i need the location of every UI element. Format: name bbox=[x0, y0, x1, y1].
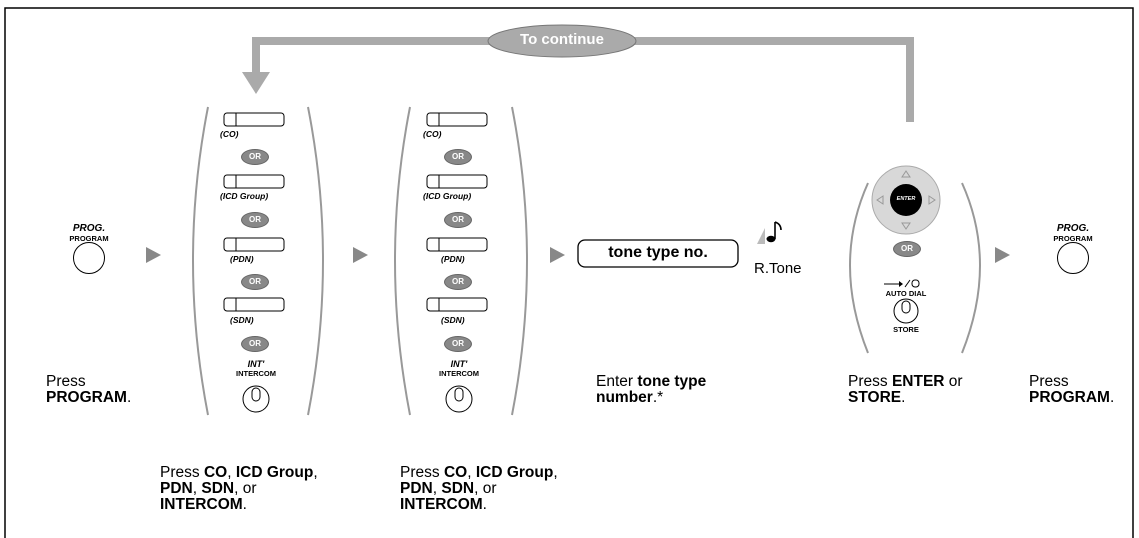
or-badge: OR bbox=[241, 149, 269, 165]
intercom-key-2 bbox=[445, 385, 473, 413]
sdn-button bbox=[426, 297, 488, 312]
step1-caption: Press PROGRAM. bbox=[46, 373, 132, 406]
bracket-left-2 bbox=[394, 106, 411, 416]
pdn-button bbox=[426, 237, 488, 252]
icd-group-button bbox=[223, 174, 285, 189]
step4-caption: Enter tone type number.* bbox=[596, 373, 707, 406]
sdn-label: (SDN) bbox=[441, 315, 465, 325]
intercom-key-1 bbox=[242, 385, 270, 413]
program-key-label-bottom: PROGRAM bbox=[69, 234, 109, 243]
tone-type-label: tone type no. bbox=[608, 244, 708, 261]
or-badge: OR bbox=[893, 241, 921, 257]
pdn-label: (PDN) bbox=[441, 254, 465, 264]
program-key-label-top: PROG. bbox=[72, 223, 106, 234]
sdn-button bbox=[223, 297, 285, 312]
intercom-key-label-bottom: INTERCOM bbox=[439, 369, 479, 378]
continue-loop-arrow bbox=[242, 37, 914, 122]
or-badge: OR bbox=[444, 336, 472, 352]
co-label: (CO) bbox=[423, 129, 442, 139]
or-badge: OR bbox=[444, 149, 472, 165]
or-badge: OR bbox=[444, 274, 472, 290]
pdn-label: (PDN) bbox=[230, 254, 254, 264]
r-tone-label: R.Tone bbox=[754, 260, 802, 277]
continue-ellipse bbox=[487, 24, 637, 58]
step-arrow-3 bbox=[550, 247, 565, 263]
program-key-1 bbox=[73, 242, 105, 274]
step-arrow-4 bbox=[995, 247, 1010, 263]
bracket-right-1 bbox=[307, 106, 324, 416]
or-badge: OR bbox=[241, 274, 269, 290]
step-arrow-1 bbox=[146, 247, 161, 263]
bracket-right-3 bbox=[961, 182, 981, 354]
tone-type-box bbox=[577, 239, 739, 268]
intercom-key-label-bottom: INTERCOM bbox=[236, 369, 276, 378]
bracket-right-2 bbox=[511, 106, 528, 416]
auto-dial-label: AUTO DIAL bbox=[885, 289, 927, 298]
intercom-key-label-top: INT' bbox=[247, 359, 265, 369]
step6-caption: Press PROGRAM. bbox=[1029, 373, 1115, 406]
intercom-key-label-top: INT' bbox=[450, 359, 468, 369]
auto-dial-symbol bbox=[884, 279, 920, 288]
sdn-label: (SDN) bbox=[230, 315, 254, 325]
or-badge: OR bbox=[444, 212, 472, 228]
co-label: (CO) bbox=[220, 129, 239, 139]
music-note-icon bbox=[757, 221, 782, 244]
bracket-left-3 bbox=[849, 182, 869, 354]
step5-caption: Press ENTER or STORE. bbox=[848, 373, 963, 406]
program-key-label-top: PROG. bbox=[1056, 223, 1090, 234]
icd-group-button bbox=[426, 174, 488, 189]
diagram-frame bbox=[4, 7, 1134, 538]
store-key bbox=[893, 298, 919, 324]
step3-caption: Press CO, ICD Group, PDN, SDN, or INTERC… bbox=[400, 464, 558, 513]
navigator-key bbox=[871, 165, 941, 235]
co-button bbox=[223, 112, 285, 127]
or-badge: OR bbox=[241, 336, 269, 352]
program-key-label-bottom: PROGRAM bbox=[1053, 234, 1093, 243]
step-arrow-2 bbox=[353, 247, 368, 263]
icd-group-label: (ICD Group) bbox=[423, 191, 472, 201]
store-label: STORE bbox=[893, 325, 919, 334]
continue-label: To continue bbox=[520, 31, 604, 48]
pdn-button bbox=[223, 237, 285, 252]
co-button bbox=[426, 112, 488, 127]
or-badge: OR bbox=[241, 212, 269, 228]
icd-group-label: (ICD Group) bbox=[220, 191, 269, 201]
enter-key-label: ENTER bbox=[896, 196, 916, 202]
bracket-left-1 bbox=[192, 106, 209, 416]
step2-caption: Press CO, ICD Group, PDN, SDN, or INTERC… bbox=[160, 464, 318, 513]
program-key-2 bbox=[1057, 242, 1089, 274]
